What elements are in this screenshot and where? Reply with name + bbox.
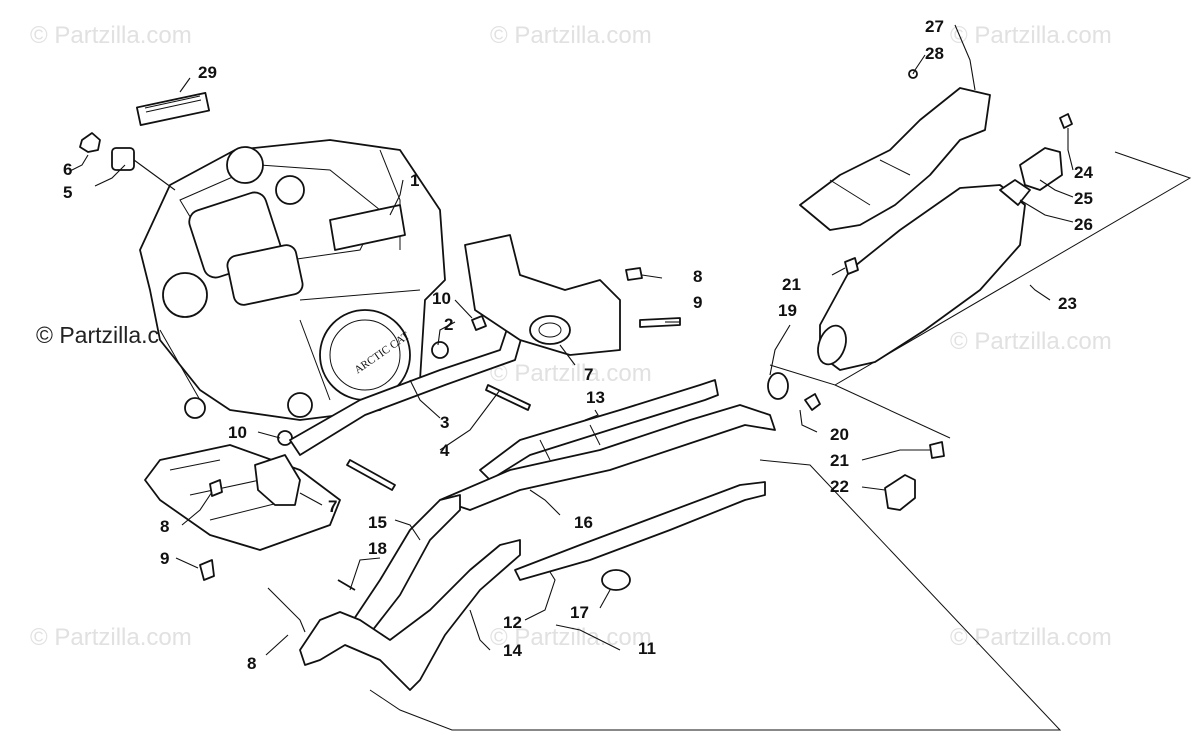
- callout-12: 12: [503, 613, 522, 632]
- pipe-part-15: [349, 494, 461, 641]
- pipe-part-14: [299, 539, 521, 691]
- callout-13: 13: [586, 388, 605, 407]
- callout-20: 20: [830, 425, 849, 444]
- bolt-part-9: [199, 559, 215, 581]
- callout-11: 11: [638, 639, 656, 658]
- gasket-part-7: [254, 454, 301, 506]
- callout-22: 22: [830, 477, 849, 496]
- spring-part-20: [804, 393, 821, 411]
- watermark: © Partzilla.com: [30, 624, 192, 651]
- heat-shield-lower: [144, 444, 341, 551]
- watermark: © Partzilla.com: [490, 22, 652, 49]
- pipe-part-13: [479, 379, 719, 481]
- callout-26: 26: [1074, 215, 1093, 234]
- callout-17: 17: [570, 603, 589, 622]
- grommet-part-21: [844, 257, 859, 275]
- engine-assembly: ARCTIC CAT: [139, 139, 446, 421]
- callout-21: 21: [830, 451, 849, 470]
- bolt-part-8: [625, 267, 643, 281]
- muffler-part-23: [819, 184, 1026, 371]
- gasket-part-7: [529, 315, 571, 345]
- pipe-part-12: [514, 481, 766, 581]
- callout-24: 24: [1074, 163, 1093, 182]
- tailpipe-part-25: [1019, 147, 1063, 191]
- watermark: © Partzilla.com: [950, 328, 1112, 355]
- heat-shield-upper: [464, 234, 621, 356]
- callout-1: 1: [410, 171, 419, 190]
- callout-28: 28: [925, 44, 944, 63]
- heat-shield-part-27: [799, 87, 991, 231]
- callout-3: 3: [440, 413, 449, 432]
- callout-25: 25: [1074, 189, 1093, 208]
- callout-4: 4: [440, 441, 450, 460]
- watermark: © Partzilla.com: [30, 22, 192, 49]
- gasket-part-19: [767, 372, 789, 400]
- callout-16: 16: [574, 513, 593, 532]
- callout-7: 7: [328, 497, 337, 516]
- callout-10: 10: [228, 423, 247, 442]
- callout-19: 19: [778, 301, 797, 320]
- screw-part-24: [1059, 113, 1073, 129]
- callout-8: 8: [693, 267, 702, 286]
- callout-14: 14: [503, 641, 522, 660]
- callout-18: 18: [368, 539, 387, 558]
- spacer-part-5: [111, 147, 135, 171]
- watermark: © Partzilla.com: [490, 360, 652, 387]
- watermark: © Partzilla.com: [950, 22, 1112, 49]
- nut-part-6: [79, 132, 101, 153]
- grommet-part-21: [929, 441, 945, 459]
- callout-8: 8: [160, 517, 169, 536]
- bolt-part-4: [485, 384, 531, 411]
- callout-8: 8: [247, 654, 256, 673]
- callout-9: 9: [160, 549, 169, 568]
- callout-10: 10: [432, 289, 451, 308]
- callout-9: 9: [693, 293, 702, 312]
- callout-5: 5: [63, 183, 72, 202]
- callout-27: 27: [925, 17, 944, 36]
- watermark: © Partzilla.com: [950, 624, 1112, 651]
- callout-21: 21: [782, 275, 801, 294]
- bracket-part-22: [884, 474, 916, 511]
- pipe-part-16: [439, 404, 776, 511]
- callout-2: 2: [444, 315, 453, 334]
- gasket-part-26: [999, 179, 1031, 206]
- spring-part-18: [337, 579, 356, 591]
- bolt-part-9: [639, 317, 681, 328]
- callout-15: 15: [368, 513, 387, 532]
- callout-23: 23: [1058, 294, 1077, 313]
- bolt-part-8: [209, 479, 223, 497]
- decal-label: [135, 92, 211, 126]
- callout-7: 7: [584, 365, 593, 384]
- callout-6: 6: [63, 160, 72, 179]
- clamp-part-17: [601, 569, 631, 591]
- callout-29: 29: [198, 63, 217, 82]
